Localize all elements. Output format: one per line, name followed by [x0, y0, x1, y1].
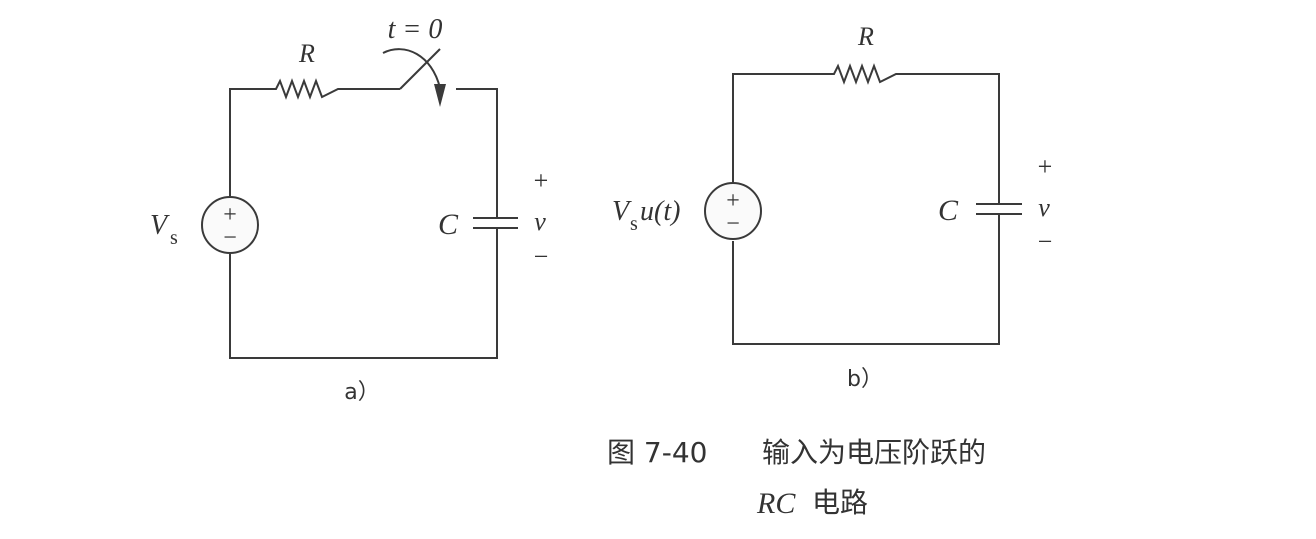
sublabel-a: a）	[344, 380, 379, 405]
figure-title-line1: 输入为电压阶跃的	[762, 436, 986, 469]
resistor-b	[830, 63, 900, 85]
figure-title-line2: 电路	[812, 486, 868, 519]
resistor-a-label: R	[298, 39, 315, 68]
circuit-a: + − R t = 0 V s C v + − a）	[150, 14, 548, 405]
wire-b-right	[900, 73, 1000, 204]
voltage-a-label: v	[534, 207, 546, 236]
circuit-b: + − R V s u(t) C v + − b）	[612, 22, 1052, 392]
voltage-a-plus: +	[534, 166, 549, 195]
source-b-subscript: s	[630, 213, 638, 235]
switch-arrow-arc	[382, 48, 441, 89]
wire-a-right-lower	[229, 228, 498, 359]
source-a-subscript: s	[170, 227, 178, 249]
resistor-a	[272, 78, 340, 100]
switch-arrowhead	[434, 84, 446, 107]
source-b-minus: −	[726, 211, 740, 237]
figure-number: 图 7-40	[607, 436, 707, 469]
voltage-source-a	[201, 196, 259, 254]
voltage-a-minus: −	[534, 242, 549, 271]
wire-a-left-top	[229, 88, 272, 196]
source-a-plus: +	[223, 202, 237, 228]
capacitor-a-label: C	[438, 208, 459, 241]
switch-blade	[399, 48, 441, 90]
voltage-source-b	[704, 182, 762, 240]
voltage-b-plus: +	[1038, 152, 1053, 181]
wire-b-left-top	[732, 73, 830, 183]
source-b-label: V	[612, 196, 632, 227]
voltage-b-label: v	[1038, 193, 1050, 222]
capacitor-b-label: C	[938, 194, 959, 227]
figure-caption: 图 7-40 输入为电压阶跃的 RC 电路	[607, 436, 986, 520]
source-b-plus: +	[726, 188, 740, 214]
figure-title-rc: RC	[756, 487, 796, 520]
wire-a-right	[456, 88, 498, 218]
source-a-minus: −	[223, 225, 237, 251]
voltage-b-minus: −	[1038, 227, 1053, 256]
switch-a-label: t = 0	[388, 14, 443, 45]
source-a-label: V	[150, 210, 170, 241]
sublabel-b: b）	[847, 367, 883, 392]
wire-b-right-lower	[732, 214, 1000, 345]
source-b-suffix: u(t)	[640, 196, 680, 227]
resistor-b-label: R	[857, 22, 874, 51]
